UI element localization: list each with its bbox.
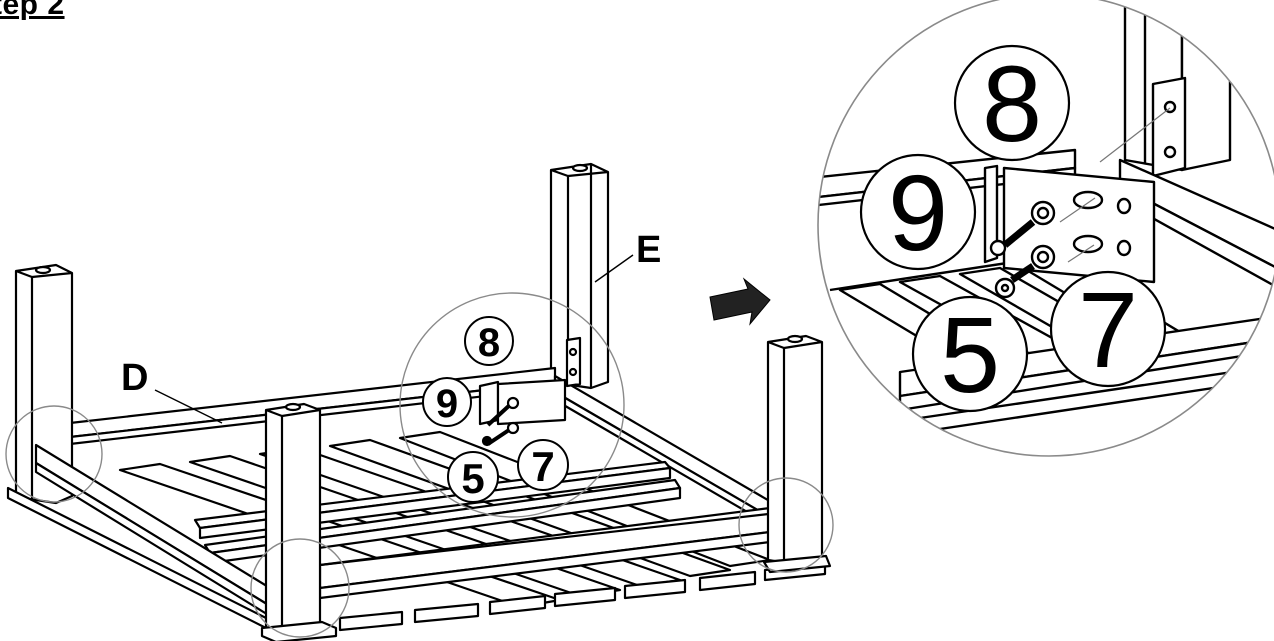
callout-bolt-zoom: 9	[888, 152, 948, 273]
zoom-arrow-icon	[709, 277, 771, 326]
callout-plate-main: 8	[478, 321, 500, 365]
front-left-leg	[260, 402, 338, 641]
callout-nut-zoom: 7	[1078, 269, 1138, 390]
zoom-circle	[817, 0, 1274, 457]
zoom-detail: 8 9 5 7	[817, 0, 1274, 457]
main-callouts	[422, 316, 569, 503]
label-rail-d: D	[121, 357, 148, 399]
front-right-leg	[762, 334, 832, 574]
callout-bolt-main: 9	[436, 382, 458, 426]
label-leg-e: E	[636, 229, 661, 271]
corner-bracket	[478, 336, 582, 447]
step-title: tep 2	[0, 0, 65, 21]
frame-assembly	[6, 162, 832, 641]
back-left-leg	[14, 263, 74, 505]
bottom-strips	[338, 562, 827, 632]
callout-washer-main: 5	[461, 455, 484, 502]
callout-washer-zoom: 5	[940, 294, 1000, 415]
leader-e	[594, 254, 634, 283]
left-side-rail	[6, 443, 272, 632]
callout-plate-zoom: 8	[982, 43, 1042, 164]
callout-nut-main: 7	[531, 443, 554, 490]
detail-circles	[5, 292, 834, 638]
leader-d	[154, 389, 223, 424]
